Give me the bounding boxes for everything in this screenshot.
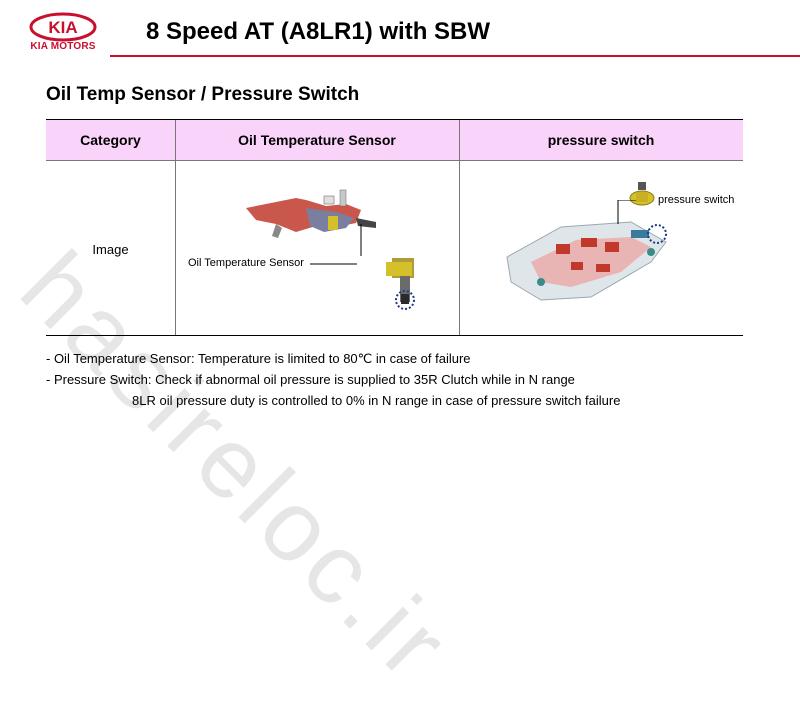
column-divider — [459, 120, 460, 335]
spec-table: Category Oil Temperature Sensor pressure… — [46, 119, 743, 336]
column-header-pressure: pressure switch — [547, 132, 655, 148]
row-label-image: Image — [92, 242, 129, 257]
title-divider — [110, 55, 800, 57]
section-title: Oil Temp Sensor / Pressure Switch — [46, 84, 360, 105]
table-header: Category Oil Temperature Sensor pressure… — [46, 120, 743, 161]
page-title: 8 Speed AT (A8LR1) with SBW — [146, 18, 491, 45]
svg-text:KIA: KIA — [48, 18, 77, 37]
kia-oval-icon: KIA — [29, 12, 97, 42]
column-header-oil-temp: Oil Temperature Sensor — [238, 132, 396, 148]
note-oil-temp: - Oil Temperature Sensor: Temperature is… — [46, 351, 471, 366]
kia-logo: KIA KIA MOTORS — [28, 12, 98, 56]
pressure-switch-detail — [624, 182, 664, 217]
column-divider — [175, 120, 176, 335]
pressure-switch-label: pressure switch — [658, 194, 735, 206]
note-pressure-duty: 8LR oil pressure duty is controlled to 0… — [132, 393, 621, 408]
leader-line — [310, 263, 357, 265]
note-pressure-switch: - Pressure Switch: Check if abnormal oil… — [46, 372, 575, 387]
oil-temp-sensor-label: Oil Temperature Sensor — [188, 257, 304, 269]
leader-line — [617, 200, 636, 224]
pressure-switch-image — [501, 182, 676, 312]
oil-temp-sensor-image — [236, 188, 416, 323]
column-header-category: Category — [80, 132, 141, 148]
notes: - Oil Temperature Sensor: Temperature is… — [46, 348, 620, 411]
logo-text: KIA MOTORS — [30, 41, 96, 52]
